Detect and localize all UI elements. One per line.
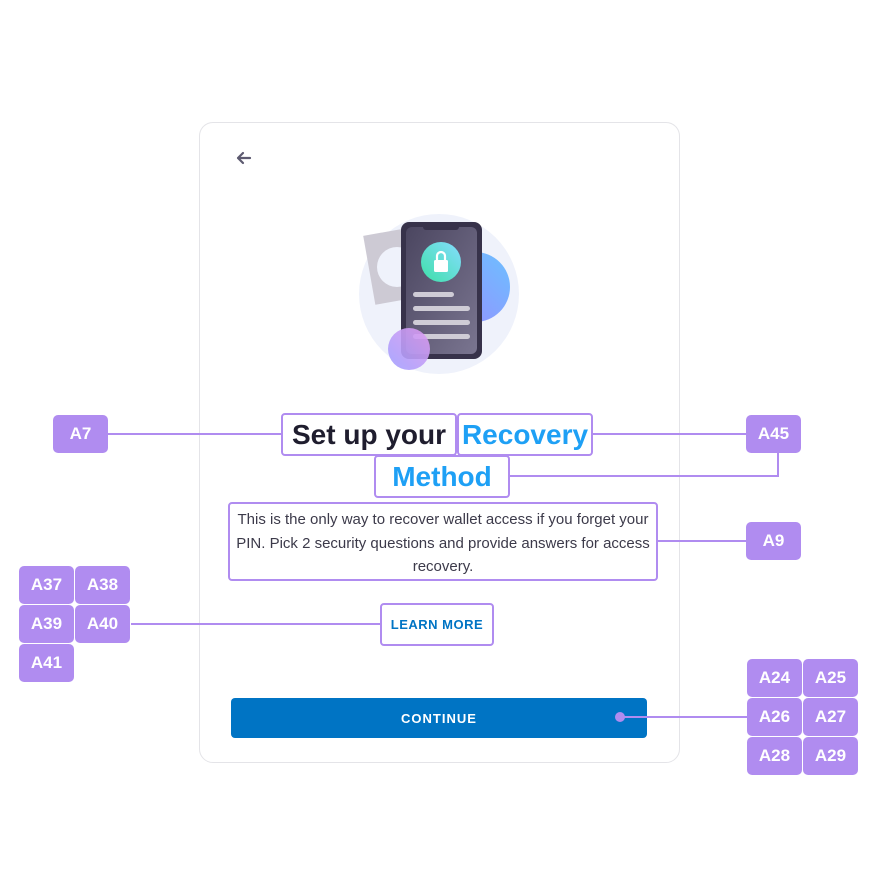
- annotation-line: [620, 716, 747, 718]
- title-highlight-method: Method: [374, 455, 510, 498]
- annotation-tag: A38: [75, 566, 130, 604]
- annotation-line: [131, 623, 380, 625]
- annotation-tag: A7: [53, 415, 108, 453]
- annotation-tag: A39: [19, 605, 74, 643]
- annotation-tag: A27: [803, 698, 858, 736]
- description-text: This is the only way to recover wallet a…: [228, 502, 658, 581]
- phone-lock-illustration: [359, 214, 519, 374]
- annotation-line: [658, 540, 746, 542]
- continue-button[interactable]: CONTINUE: [231, 698, 647, 738]
- annotation-tag: A37: [19, 566, 74, 604]
- annotation-tag: A40: [75, 605, 130, 643]
- annotation-tag: A29: [803, 737, 858, 775]
- annotation-line: [510, 475, 778, 477]
- annotation-tag: A45: [746, 415, 801, 453]
- annotation-tag: A9: [746, 522, 801, 560]
- annotation-tag: A41: [19, 644, 74, 682]
- learn-more-link[interactable]: LEARN MORE: [380, 603, 494, 646]
- arrow-left-icon: [236, 151, 252, 165]
- title-text: Set up your: [281, 413, 457, 456]
- annotation-line: [108, 433, 281, 435]
- annotation-tag: A25: [803, 659, 858, 697]
- annotation-line: [777, 453, 779, 477]
- annotation-tag: A28: [747, 737, 802, 775]
- annotation-dot: [615, 712, 625, 722]
- back-button[interactable]: [232, 146, 256, 170]
- annotation-line: [593, 433, 746, 435]
- annotation-tag: A24: [747, 659, 802, 697]
- annotation-tag: A26: [747, 698, 802, 736]
- title-highlight-recovery: Recovery: [457, 413, 593, 456]
